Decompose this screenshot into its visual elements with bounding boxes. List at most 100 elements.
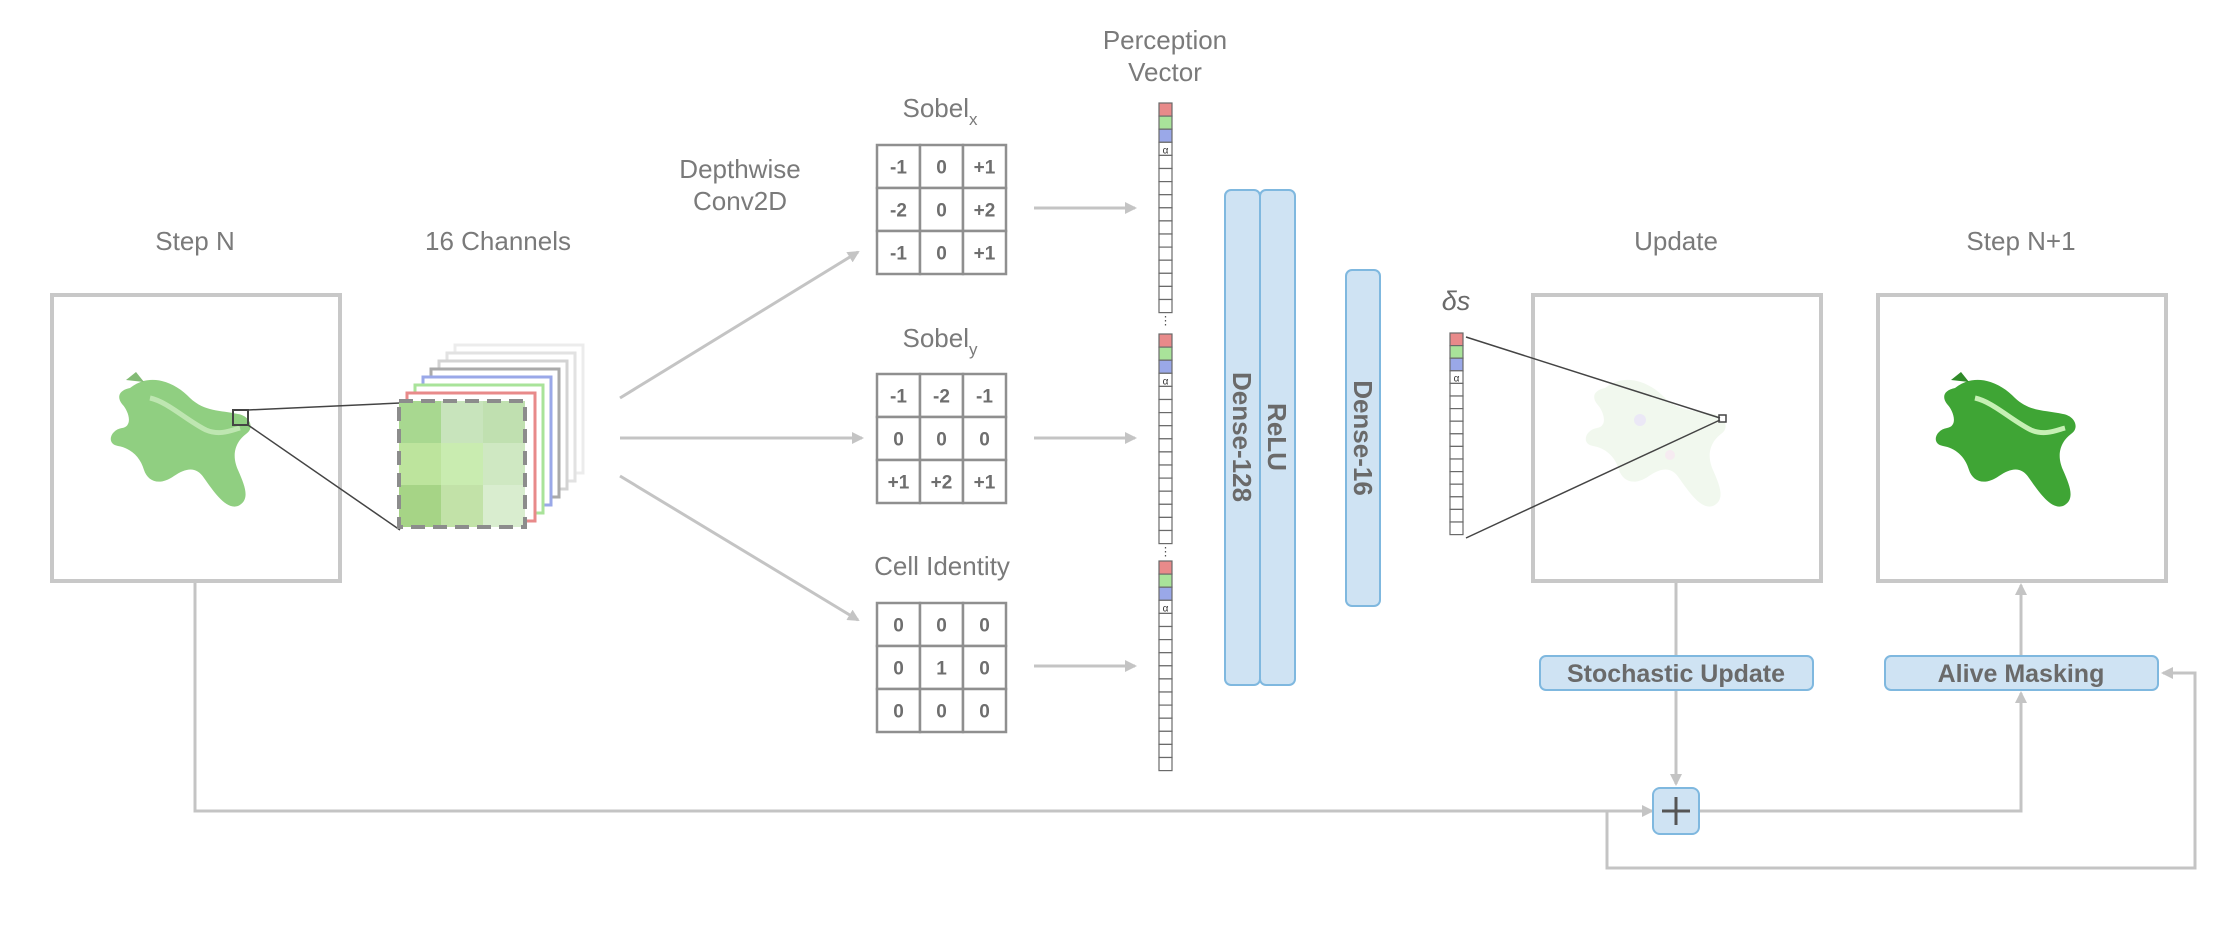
vector-cell — [1158, 586, 1173, 601]
kernel-value: 0 — [893, 616, 904, 637]
add-to-alive-arrow — [1700, 691, 2027, 813]
vector-cell — [1449, 458, 1464, 473]
vector-cell — [1158, 412, 1173, 427]
ellipsis: ⋮ — [1160, 314, 1172, 328]
vector-cell — [1158, 503, 1173, 518]
alpha-symbol: α — [1163, 603, 1169, 614]
kernel-value: +1 — [974, 473, 996, 494]
vector-cell — [1449, 357, 1464, 372]
vector-cell — [1158, 167, 1173, 183]
kernel-value: +1 — [974, 244, 996, 265]
stochastic-update-button[interactable]: Stochastic Update — [1539, 655, 1814, 691]
dense-16-layer: Dense-16 — [1345, 269, 1381, 607]
kernel-value: 0 — [936, 201, 947, 222]
vector-cell — [1158, 756, 1173, 772]
kernel-cell — [875, 372, 922, 419]
kernel-cell — [961, 458, 1008, 505]
kernel-value: -1 — [890, 244, 907, 265]
kernel-value: 0 — [979, 616, 990, 637]
kernel-value: 0 — [893, 659, 904, 680]
vector-cell — [1449, 521, 1464, 536]
vector-cell — [1158, 425, 1173, 440]
vector-cell — [1158, 477, 1173, 492]
kernel-cell — [961, 229, 1008, 276]
delta-s-vector: α — [1449, 332, 1464, 536]
channel-front-grid — [397, 399, 527, 529]
delta-s-label: δs — [1442, 286, 1471, 316]
selected-cell — [232, 409, 249, 426]
vector-cell — [1158, 359, 1173, 374]
vector-cell — [1449, 332, 1464, 347]
kernel-value: 0 — [979, 430, 990, 451]
kernel-cell — [875, 687, 922, 734]
kernel-value: 1 — [936, 659, 947, 680]
vector-cell — [1158, 490, 1173, 505]
vector-cell — [1158, 529, 1173, 545]
vector-cell — [1449, 395, 1464, 410]
cell-identity-title: Cell Identity — [874, 551, 1010, 581]
sobel-x-title: Sobelx — [903, 93, 979, 129]
kernel-value: +1 — [974, 158, 996, 179]
sobel-y-title: Sobely — [903, 323, 979, 359]
vector-cell — [1449, 496, 1464, 510]
kernel-cell — [918, 687, 965, 734]
perception-label-1: Perception — [1103, 25, 1227, 55]
vector-cell — [1158, 464, 1173, 479]
stochastic-update-label: Stochastic Update — [1567, 660, 1785, 688]
vector-cell — [1158, 516, 1173, 532]
add-operation — [1652, 787, 1700, 835]
kernel-cell — [961, 186, 1008, 233]
skip-connection-line — [193, 583, 1654, 817]
vector-cell — [1158, 717, 1173, 732]
kernel-cell — [875, 229, 922, 276]
vector-cell — [1158, 259, 1173, 274]
kernel-value: 0 — [936, 158, 947, 179]
lizard-image-step-n — [110, 372, 251, 507]
alive-masking-button[interactable]: Alive Masking — [1884, 655, 2159, 691]
vector-cell — [1158, 743, 1173, 759]
vector-cell — [1158, 451, 1173, 466]
dense-16-text: Dense-16 — [1348, 380, 1378, 496]
vector-cell — [1158, 207, 1173, 222]
perception-vector: α⋮α⋮α — [1158, 102, 1173, 772]
kernel-value: -1 — [890, 387, 907, 408]
vector-cell — [1158, 730, 1173, 745]
kernel-value: 0 — [979, 659, 990, 680]
vector-cell — [1449, 408, 1464, 422]
vector-cell — [1158, 573, 1173, 588]
alpha-symbol: α — [1454, 373, 1460, 384]
vector-cell — [1449, 483, 1464, 498]
vector-cell — [1158, 678, 1173, 693]
vector-cell — [1158, 181, 1173, 196]
vector-cell — [1158, 272, 1173, 287]
perception-label-2: Vector — [1128, 57, 1202, 87]
kernel-value: 0 — [936, 430, 947, 451]
vector-cell — [1449, 420, 1464, 435]
kernel-cell — [961, 601, 1008, 648]
depthwise-label-2: Conv2D — [693, 186, 787, 216]
channels-label: 16 Channels — [425, 226, 571, 256]
kernel-cell — [961, 687, 1008, 734]
vector-cell — [1158, 115, 1173, 130]
kernel-value: +1 — [888, 473, 910, 494]
vector-cell — [1449, 471, 1464, 485]
kernel-value: +2 — [931, 473, 953, 494]
vector-cell — [1158, 102, 1173, 117]
kernel-value: -1 — [976, 387, 993, 408]
vector-cell — [1158, 194, 1173, 209]
vector-cell — [1158, 691, 1173, 706]
kernel-value: 0 — [936, 616, 947, 637]
vector-cell — [1449, 433, 1464, 447]
vector-cell — [1158, 612, 1173, 628]
step-n-label: Step N — [155, 226, 235, 256]
vector-cell — [1158, 233, 1173, 248]
kernel-value: 0 — [979, 702, 990, 723]
vector-cell — [1158, 652, 1173, 667]
vector-cell — [1158, 128, 1173, 143]
kernel-value: 0 — [936, 702, 947, 723]
update-label: Update — [1634, 226, 1718, 256]
alpha-symbol: α — [1163, 145, 1169, 156]
